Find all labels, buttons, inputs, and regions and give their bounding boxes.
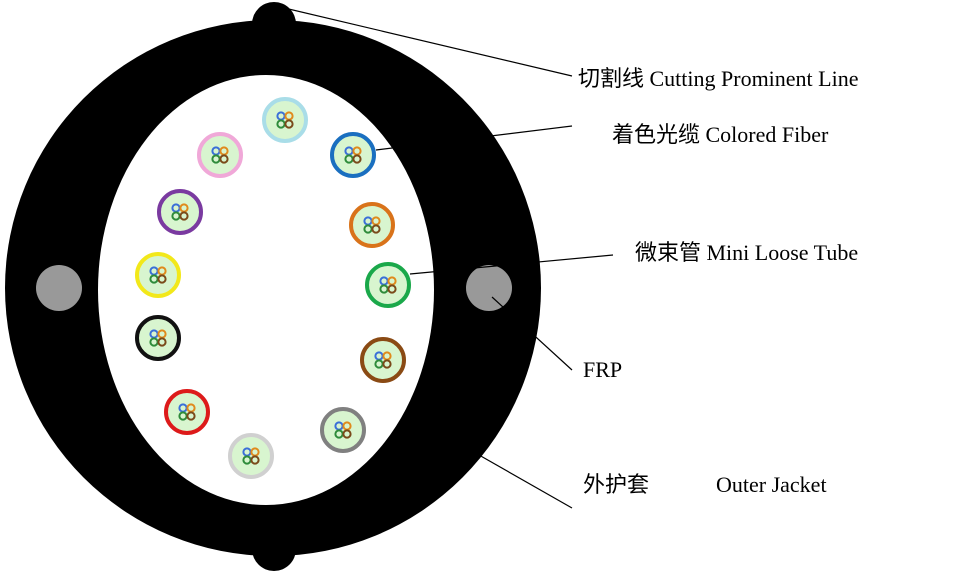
tube-ring xyxy=(330,132,376,178)
leader-outer-jacket xyxy=(478,454,573,509)
colored-fiber xyxy=(186,411,196,421)
mini-loose-tube-aqua xyxy=(262,97,308,143)
colored-fiber xyxy=(284,119,294,129)
tube-ring xyxy=(164,389,210,435)
frp-left xyxy=(36,265,82,311)
colored-fiber xyxy=(352,154,362,164)
cutting-line-top xyxy=(252,2,296,46)
label-mini-tube: 微束管 Mini Loose Tube xyxy=(635,240,858,265)
mini-loose-tube-violet xyxy=(157,189,203,235)
mini-loose-tube-green xyxy=(365,262,411,308)
tube-ring xyxy=(135,252,181,298)
colored-fiber xyxy=(219,154,229,164)
colored-fiber xyxy=(387,284,397,294)
colored-fiber xyxy=(157,337,167,347)
leader-colored-fiber xyxy=(375,125,573,151)
mini-loose-tube-yellow xyxy=(135,252,181,298)
tube-ring xyxy=(320,407,366,453)
mini-loose-tube-rose xyxy=(197,132,243,178)
frp-right xyxy=(466,265,512,311)
tube-ring xyxy=(365,262,411,308)
tube-ring xyxy=(349,202,395,248)
leader-cutting-line xyxy=(275,5,573,77)
leader-mini-tube xyxy=(409,254,614,275)
label-outer-jacket-zh: 外护套 xyxy=(583,472,649,497)
colored-fiber xyxy=(371,224,381,234)
leader-frp xyxy=(491,296,573,371)
label-colored-fiber: 着色光缆 Colored Fiber xyxy=(612,122,829,147)
colored-fiber xyxy=(179,211,189,221)
colored-fiber xyxy=(382,359,392,369)
mini-loose-tube-orange xyxy=(349,202,395,248)
label-frp: FRP xyxy=(583,357,622,382)
mini-loose-tube-brown xyxy=(360,337,406,383)
colored-fiber xyxy=(250,455,260,465)
label-outer-jacket-en: Outer Jacket xyxy=(716,472,827,497)
mini-loose-tube-slate xyxy=(320,407,366,453)
mini-loose-tube-blue xyxy=(330,132,376,178)
label-cutting-line: 切割线 Cutting Prominent Line xyxy=(578,66,859,91)
mini-loose-tube-red xyxy=(164,389,210,435)
mini-loose-tube-group xyxy=(135,97,411,479)
tube-ring xyxy=(197,132,243,178)
mini-loose-tube-white xyxy=(228,433,274,479)
tube-ring xyxy=(157,189,203,235)
tube-ring xyxy=(135,315,181,361)
tube-ring xyxy=(360,337,406,383)
tube-ring xyxy=(262,97,308,143)
colored-fiber xyxy=(157,274,167,284)
mini-loose-tube-black xyxy=(135,315,181,361)
tube-ring xyxy=(228,433,274,479)
cutting-line-bottom xyxy=(252,527,296,571)
colored-fiber xyxy=(342,429,352,439)
